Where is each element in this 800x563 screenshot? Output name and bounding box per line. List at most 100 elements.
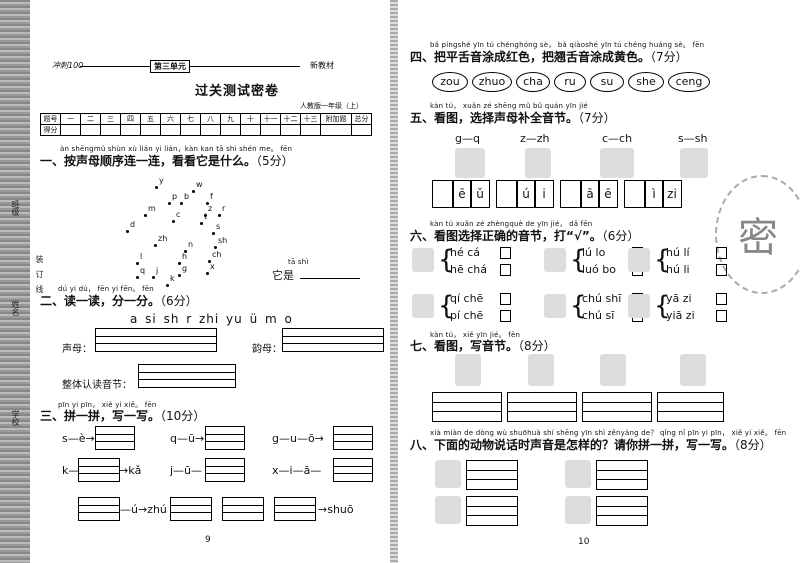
connect-dot[interactable] — [180, 202, 183, 205]
q3-answer-box[interactable] — [333, 426, 373, 450]
q7-answer-box[interactable] — [432, 392, 502, 422]
header-center: 第三单元 — [150, 60, 190, 73]
connect-dot[interactable] — [208, 260, 211, 263]
connect-dot[interactable] — [166, 284, 169, 287]
q2-zhengti-box[interactable] — [138, 364, 236, 388]
q3-answer-box[interactable] — [95, 426, 135, 450]
score-cell[interactable] — [60, 124, 81, 136]
initial-blank[interactable] — [624, 180, 646, 208]
score-cell[interactable] — [320, 124, 352, 136]
score-cell[interactable] — [280, 124, 301, 136]
header-right: 新教材 — [310, 61, 334, 70]
score-cell[interactable] — [120, 124, 141, 136]
connect-dot-letter: b — [184, 192, 190, 201]
connect-dot[interactable] — [155, 186, 158, 189]
q8-answer-box[interactable] — [596, 460, 648, 490]
connect-dot[interactable] — [152, 276, 155, 279]
connect-dot[interactable] — [178, 274, 181, 277]
q2-yunmu-box[interactable] — [282, 328, 384, 352]
syllable-option: hé cá — [450, 246, 481, 259]
connect-dot[interactable] — [144, 214, 147, 217]
car-picture — [600, 148, 634, 178]
check-box[interactable] — [716, 264, 727, 276]
q7-answer-box[interactable] — [507, 392, 577, 422]
syllable-bubble[interactable]: ru — [554, 72, 586, 92]
score-cell[interactable] — [240, 124, 261, 136]
brace: { — [570, 291, 587, 321]
score-table: 题号一二三四五六七八九十十一十二十三附加题总分 得分 — [40, 113, 372, 136]
connect-dot[interactable] — [200, 222, 203, 225]
syllable-option: yiā zi — [666, 309, 695, 322]
q3-answer-box[interactable] — [170, 497, 212, 521]
connect-dot[interactable] — [206, 272, 209, 275]
syllable-bubble[interactable]: zhuo — [472, 72, 512, 92]
connect-dot[interactable] — [214, 246, 217, 249]
q3-answer-box[interactable] — [205, 426, 245, 450]
connect-dot[interactable] — [212, 232, 215, 235]
q5-option-2: z—zh — [520, 132, 550, 145]
q3-answer-box[interactable] — [274, 497, 316, 521]
connect-dot[interactable] — [178, 262, 181, 265]
q8-answer-box[interactable] — [466, 460, 518, 490]
score-cell[interactable] — [140, 124, 161, 136]
score-cell[interactable] — [351, 124, 372, 136]
q3-answer-box[interactable] — [205, 458, 245, 482]
connect-dot[interactable] — [126, 230, 129, 233]
connect-dot[interactable] — [204, 214, 207, 217]
initial-blank[interactable] — [560, 180, 582, 208]
score-cell[interactable] — [160, 124, 181, 136]
q3-answer-box[interactable] — [333, 458, 373, 482]
check-box[interactable] — [716, 310, 727, 322]
q7-answer-box[interactable] — [582, 392, 652, 422]
q8-answer-box[interactable] — [596, 496, 648, 526]
q8-answer-box[interactable] — [466, 496, 518, 526]
check-box[interactable] — [500, 264, 511, 276]
syllable-bubble[interactable]: she — [628, 72, 664, 92]
score-cell[interactable] — [200, 124, 221, 136]
score-cell[interactable] — [300, 124, 321, 136]
q3-answer-box[interactable] — [222, 497, 264, 521]
q1-pinyin: àn shēngmǔ shùn xù lián yi lián，kàn kan … — [60, 145, 293, 153]
connect-dot[interactable] — [136, 276, 139, 279]
q2-shengmu-box[interactable] — [95, 328, 217, 352]
q3-answer-box[interactable] — [78, 458, 120, 482]
score-cell[interactable] — [260, 124, 281, 136]
q3-answer-box[interactable] — [78, 497, 120, 521]
side-label-xian: 线 — [35, 285, 44, 293]
leaf-picture — [680, 354, 706, 386]
connect-dot[interactable] — [168, 202, 171, 205]
connect-dot[interactable] — [154, 244, 157, 247]
score-header-cell: 二 — [80, 113, 101, 125]
check-box[interactable] — [716, 247, 727, 259]
q5-pinyin: kàn tú， xuǎn zé shēng mǔ bǔ quán yīn jié — [430, 102, 588, 110]
syllable-bubble[interactable]: zou — [432, 72, 468, 92]
connect-dot[interactable] — [192, 190, 195, 193]
score-cell[interactable] — [180, 124, 201, 136]
score-cell[interactable] — [80, 124, 101, 136]
duck-picture — [628, 294, 650, 318]
connect-dot[interactable] — [184, 250, 187, 253]
syllable-final: ā — [580, 180, 600, 208]
syllable-bubble[interactable]: su — [590, 72, 624, 92]
syllable-bubble[interactable]: cha — [516, 72, 550, 92]
connect-dot[interactable] — [172, 220, 175, 223]
q3-item-5: →kǎ — [119, 464, 142, 477]
check-box[interactable] — [716, 293, 727, 305]
score-cell[interactable] — [220, 124, 241, 136]
connect-dot[interactable] — [136, 262, 139, 265]
score-cell[interactable] — [100, 124, 121, 136]
edition-label: 人教版一年级（上） — [300, 102, 363, 110]
check-box[interactable] — [500, 310, 511, 322]
q7-answer-box[interactable] — [657, 392, 724, 422]
check-box[interactable] — [500, 247, 511, 259]
q1-answer-line[interactable] — [300, 278, 360, 279]
syllable-final: i — [534, 180, 554, 208]
drinking-tea-picture — [412, 248, 434, 272]
connect-dot[interactable] — [206, 202, 209, 205]
initial-blank[interactable] — [432, 180, 454, 208]
initial-blank[interactable] — [496, 180, 518, 208]
connect-dot[interactable] — [218, 214, 221, 217]
check-box[interactable] — [500, 293, 511, 305]
syllable-bubble[interactable]: ceng — [668, 72, 710, 92]
